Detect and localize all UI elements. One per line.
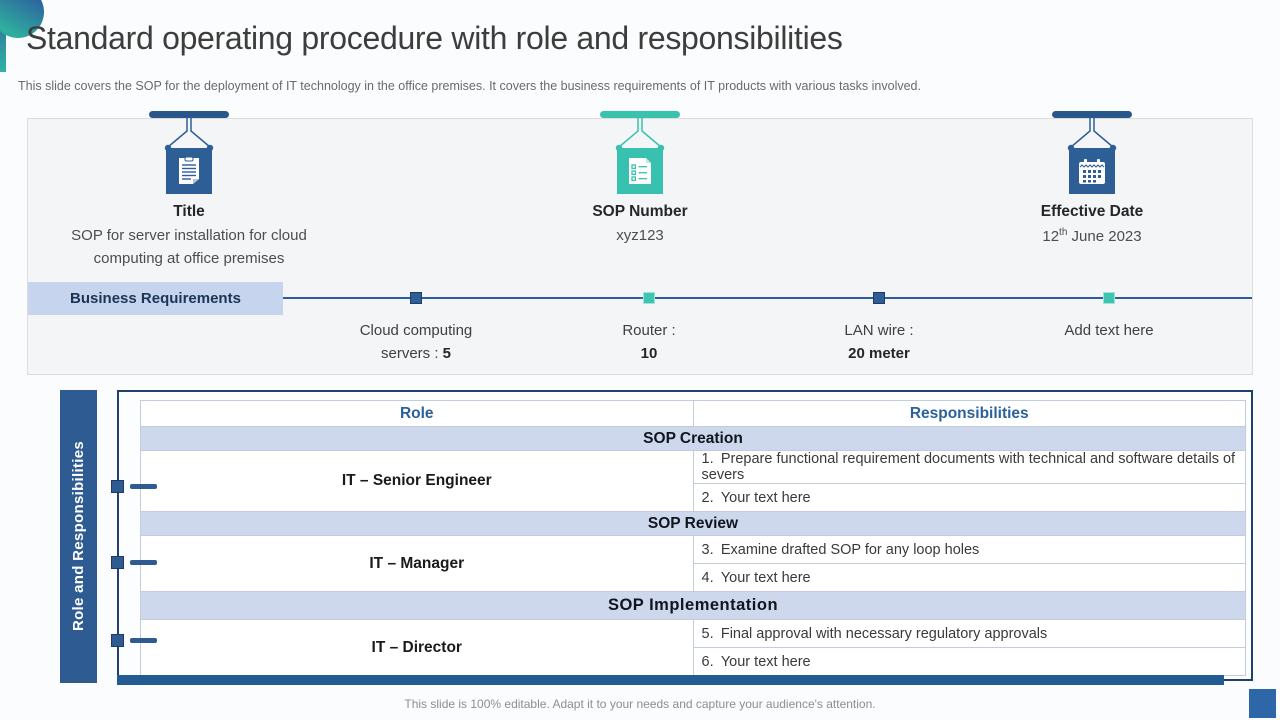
table-bottom-accent-bar — [117, 675, 1224, 685]
side-label-bar: Role and Responsibilities — [60, 390, 97, 683]
responsibility-item: 1. Prepare functional requirement docume… — [692, 450, 1246, 484]
section-header-sop-review: SOP Review — [140, 511, 1246, 536]
connector-node-1 — [111, 480, 124, 493]
role-column-header: Role — [140, 400, 694, 427]
page-title: Standard operating procedure with role a… — [26, 20, 843, 56]
sop-card-date: Effective Date 12th June 2023 — [942, 111, 1242, 249]
connector-node-2 — [111, 556, 124, 569]
connector-dash-2 — [130, 560, 157, 565]
role-cell: IT – Manager — [140, 535, 694, 592]
section-header-sop-implementation: SOP Implementation — [140, 591, 1246, 620]
timeline-marker-1 — [410, 292, 422, 304]
connector-dash-3 — [130, 638, 157, 643]
responsibility-item: 5. Final approval with necessary regulat… — [692, 619, 1246, 648]
card-label: Effective Date — [1040, 203, 1144, 220]
corner-square-decoration — [1249, 689, 1276, 718]
document-icon — [166, 148, 212, 194]
checklist-icon — [617, 148, 663, 194]
hanger-bar — [1052, 111, 1132, 118]
card-value: SOP for server installation for cloud co… — [71, 227, 307, 267]
connector-node-3 — [111, 634, 124, 647]
requirement-item-1: Cloud computing servers : 5 — [359, 322, 473, 362]
side-label: Role and Responsibilities — [70, 441, 87, 632]
sop-card-number: SOP Number xyz123 — [490, 111, 790, 248]
role-cell: IT – Director — [140, 619, 694, 676]
hanger-bar — [600, 111, 680, 118]
role-cell: IT – Senior Engineer — [140, 450, 694, 512]
requirement-item-3: LAN wire : 20 meter — [844, 322, 914, 362]
responsibility-item: 3. Examine drafted SOP for any loop hole… — [692, 535, 1246, 564]
requirement-item-4: Add text here — [1064, 322, 1154, 339]
role-responsibilities-table: Role Responsibilities SOP Creation IT – … — [140, 400, 1246, 676]
timeline-marker-4 — [1103, 292, 1115, 304]
responsibilities-column-header: Responsibilities — [692, 400, 1246, 427]
card-value: xyz123 — [616, 227, 664, 244]
responsibility-item: 2. Your text here — [692, 483, 1246, 512]
footer-note: This slide is 100% editable. Adapt it to… — [404, 697, 876, 711]
calendar-icon — [1069, 148, 1115, 194]
sop-card-title: Title SOP for server installation for cl… — [39, 111, 339, 270]
responsibility-item: 6. Your text here — [692, 647, 1246, 676]
card-value: 12th June 2023 — [1042, 227, 1142, 245]
section-header-sop-creation: SOP Creation — [140, 426, 1246, 451]
timeline-marker-2 — [643, 292, 655, 304]
card-label: Title — [173, 203, 205, 220]
card-label: SOP Number — [592, 203, 688, 220]
requirement-item-2: Router : 10 — [622, 322, 676, 362]
timeline-marker-3 — [873, 292, 885, 304]
connector-dash-1 — [130, 484, 157, 489]
hanger-bar — [149, 111, 229, 118]
timeline-line — [283, 297, 1252, 299]
slide-subtitle: This slide covers the SOP for the deploy… — [18, 79, 921, 93]
left-edge-accent — [0, 0, 6, 72]
business-requirements-label: Business Requirements — [28, 282, 283, 315]
table-container: Role Responsibilities SOP Creation IT – … — [117, 390, 1253, 681]
sop-overview-panel: Title SOP for server installation for cl… — [27, 111, 1253, 375]
responsibility-item: 4. Your text here — [692, 563, 1246, 592]
